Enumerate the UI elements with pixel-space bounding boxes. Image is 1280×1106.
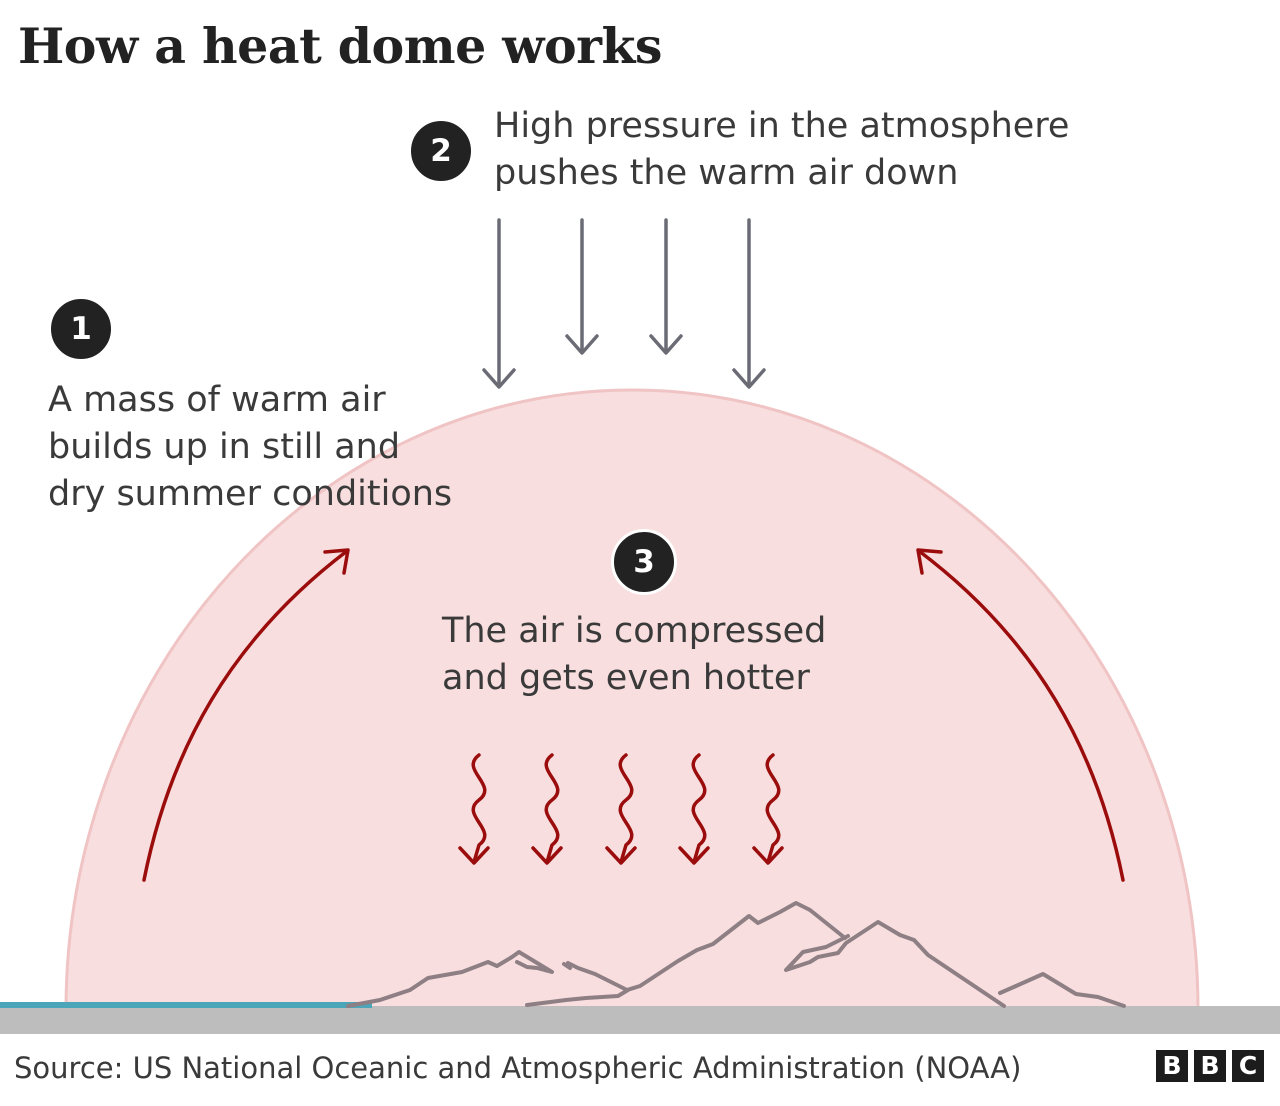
heat-arrows [458, 753, 784, 865]
mountain-range [346, 901, 1126, 1008]
heat-arrow [531, 753, 563, 865]
pressure-arrows [482, 218, 766, 389]
pressure-arrow [732, 218, 766, 389]
step-3-text: The air is compressed and gets even hott… [442, 611, 827, 698]
bbc-logo-letter: C [1232, 1050, 1264, 1082]
heat-arrow [605, 753, 637, 865]
step-3-badge: 3 [611, 529, 677, 595]
rising-air-arrow-left [142, 548, 350, 882]
heat-dome-diagram [0, 218, 1280, 1034]
step-2-text: High pressure in the atmosphere pushes t… [494, 106, 1070, 193]
footer: Source: US National Oceanic and Atmosphe… [0, 1040, 1280, 1106]
step-2-badge: 2 [408, 118, 474, 184]
diagram-title: How a heat dome works [18, 17, 663, 75]
pressure-arrow [565, 218, 599, 355]
heat-arrow [752, 753, 784, 865]
pressure-arrow [649, 218, 683, 355]
rising-air-arrows [142, 548, 1125, 882]
rising-air-arrow-right [916, 548, 1125, 882]
bbc-logo-letter: B [1194, 1050, 1226, 1082]
heat-arrow [678, 753, 710, 865]
water-line [0, 1002, 372, 1008]
bbc-logo-letter: B [1156, 1050, 1188, 1082]
step-1-text: A mass of warm air builds up in still an… [48, 380, 453, 514]
ground-line [0, 1006, 1280, 1034]
source-credit: Source: US National Oceanic and Atmosphe… [14, 1051, 1022, 1085]
bbc-logo: B B C [1156, 1050, 1264, 1082]
step-1-badge: 1 [48, 296, 114, 362]
heat-arrow [458, 753, 490, 865]
heat-dome [64, 388, 1200, 1012]
pressure-arrow [482, 218, 516, 389]
